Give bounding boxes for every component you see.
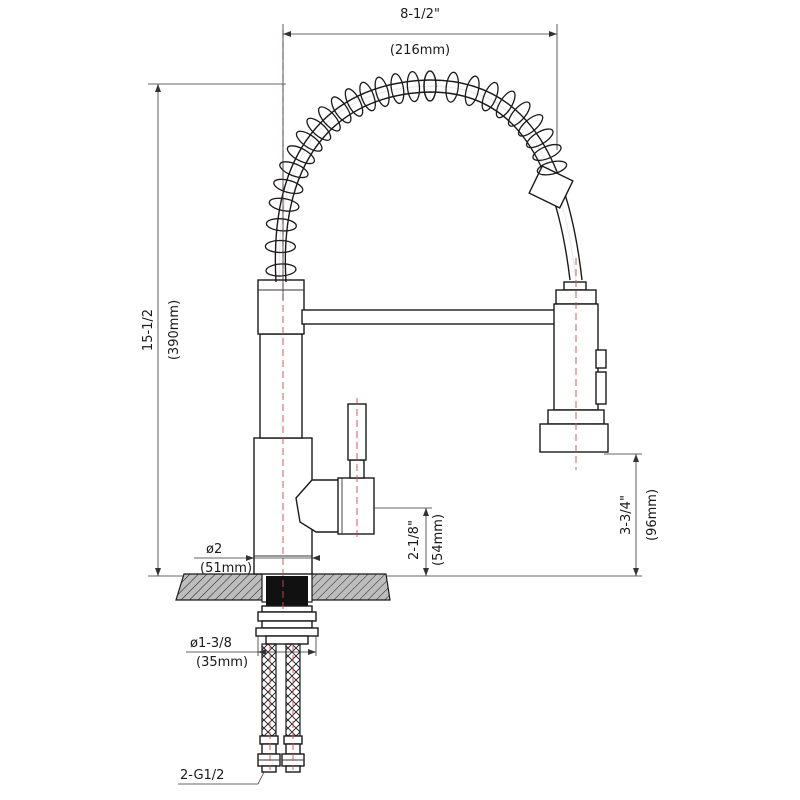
dimension-lines bbox=[148, 24, 642, 785]
coil-loop bbox=[525, 128, 554, 149]
coil-loop bbox=[423, 70, 437, 102]
coil-loop bbox=[306, 117, 332, 141]
coil-loop bbox=[264, 239, 297, 254]
coil-loop bbox=[317, 106, 341, 132]
flex-hose bbox=[274, 79, 583, 283]
base-diameter-inches-label: ø2 bbox=[206, 542, 222, 557]
coil-loop bbox=[359, 81, 376, 112]
mounting-shank bbox=[255, 576, 319, 645]
coil-loop bbox=[273, 178, 304, 195]
coil-loop bbox=[536, 160, 568, 176]
spring-coil bbox=[264, 70, 568, 277]
coil-loop bbox=[265, 218, 298, 232]
coil-loop bbox=[286, 145, 316, 165]
coil-loop bbox=[279, 161, 309, 179]
coil-loop bbox=[330, 96, 352, 124]
coil-loop bbox=[517, 114, 544, 137]
height-mm-label: (390mm) bbox=[167, 300, 182, 360]
height-inches-label: 15-1/2 bbox=[141, 309, 156, 351]
shank-diameter-inches-label: ø1-3/8 bbox=[190, 636, 232, 651]
spray-head bbox=[539, 281, 609, 453]
clearance-mm-label: (96mm) bbox=[645, 489, 660, 541]
coil-loop bbox=[464, 75, 480, 107]
width-inches-label: 8-1/2" bbox=[400, 7, 440, 22]
coil-loop bbox=[406, 70, 421, 103]
centerlines bbox=[269, 30, 577, 770]
coil-loop bbox=[481, 81, 499, 112]
coil-loop bbox=[374, 76, 390, 108]
coil-loop bbox=[265, 263, 297, 277]
coil-loop bbox=[390, 73, 405, 105]
coil-loop bbox=[532, 143, 562, 162]
base-diameter-mm-label: (51mm) bbox=[200, 561, 252, 576]
spout-arm bbox=[301, 309, 557, 325]
supply-thread-label: 2-G1/2 bbox=[180, 768, 224, 783]
coil-loop bbox=[445, 71, 460, 103]
width-mm-label: (216mm) bbox=[390, 43, 450, 58]
handle-height-inches-label: 2-1/8" bbox=[407, 520, 422, 560]
coil-loop bbox=[507, 101, 531, 127]
shank-diameter-mm-label: (35mm) bbox=[196, 655, 248, 670]
dimension-labels: 8-1/2" (216mm) 15-1/2 (390mm) 3-3/4" (96… bbox=[141, 7, 660, 783]
coil-loop bbox=[295, 130, 323, 152]
coil-loop bbox=[344, 88, 364, 117]
supply-hoses bbox=[257, 643, 305, 773]
handle-height-mm-label: (54mm) bbox=[431, 514, 446, 566]
clearance-inches-label: 3-3/4" bbox=[619, 495, 634, 535]
coil-loop bbox=[495, 90, 516, 119]
handle-lever bbox=[295, 403, 375, 535]
